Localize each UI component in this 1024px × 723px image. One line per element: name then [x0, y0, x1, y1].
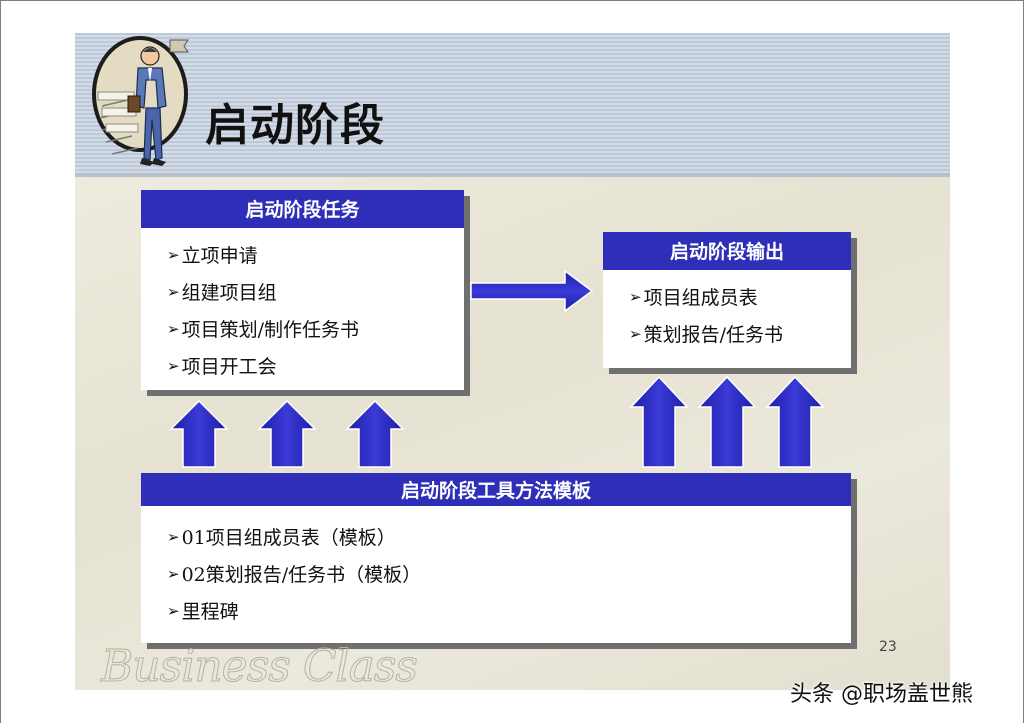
bullet-arrow-icon: ➢: [167, 282, 180, 301]
startup-tools-box: 启动阶段工具方法模板 ➢01项目组成员表（模板） ➢02策划报告/任务书（模板）…: [141, 473, 851, 643]
flow-arrows: [169, 269, 825, 468]
businessman-stairs-clipart: [92, 36, 189, 166]
list-item-text: 策划报告/任务书: [643, 324, 783, 346]
list-item: ➢组建项目组: [167, 273, 464, 310]
page-number: 23: [879, 639, 897, 655]
arrow-up-left-3: [345, 399, 405, 468]
arrow-right-shape: [470, 269, 594, 313]
banner-divider: [75, 173, 950, 177]
startup-tasks-list: ➢立项申请 ➢组建项目组 ➢项目策划/制作任务书 ➢项目开工会: [141, 230, 464, 384]
list-item-text: 项目组成员表: [643, 287, 758, 309]
bullet-arrow-icon: ➢: [167, 564, 180, 583]
startup-tools-header: 启动阶段工具方法模板: [141, 473, 851, 508]
bullet-arrow-icon: ➢: [167, 356, 180, 375]
list-item: ➢策划报告/任务书: [629, 315, 851, 352]
startup-tools-list: ➢01项目组成员表（模板） ➢02策划报告/任务书（模板） ➢里程碑: [141, 508, 851, 629]
arrow-up-right-1: [629, 375, 689, 468]
bullet-arrow-icon: ➢: [167, 527, 180, 546]
page-frame-left: [0, 0, 1, 723]
startup-tasks-box: 启动阶段任务 ➢立项申请 ➢组建项目组 ➢项目策划/制作任务书 ➢项目开工会: [141, 190, 464, 390]
startup-output-box: 启动阶段输出 ➢项目组成员表 ➢策划报告/任务书: [603, 232, 851, 368]
arrow-up-left-1: [169, 399, 229, 468]
title-banner: [75, 33, 950, 173]
list-item-text: 01项目组成员表（模板）: [181, 527, 396, 549]
business-class-watermark: Business Class: [100, 641, 419, 691]
list-item: ➢里程碑: [167, 592, 851, 629]
list-item-text: 组建项目组: [181, 282, 277, 304]
list-item-text: 里程碑: [181, 601, 239, 623]
list-item-text: 02策划报告/任务书（模板）: [181, 564, 422, 586]
bullet-arrow-icon: ➢: [167, 601, 180, 620]
bullet-arrow-icon: ➢: [629, 324, 642, 343]
startup-output-list: ➢项目组成员表 ➢策划报告/任务书: [603, 272, 851, 352]
arrow-up-right-2: [697, 375, 757, 468]
slide-title: 启动阶段: [205, 100, 385, 151]
startup-tasks-header: 启动阶段任务: [141, 190, 464, 230]
slide: 启动阶段 启动阶段任务: [75, 33, 950, 690]
bullet-arrow-icon: ➢: [167, 245, 180, 264]
arrow-up-left-2: [257, 399, 317, 468]
bullet-arrow-icon: ➢: [629, 287, 642, 306]
source-credit: 头条 @职场盖世熊: [790, 682, 973, 707]
list-item: ➢项目策划/制作任务书: [167, 310, 464, 347]
page-frame-top: [0, 0, 1024, 1]
arrow-right: [470, 269, 594, 313]
list-item-text: 立项申请: [181, 245, 258, 267]
list-item: ➢01项目组成员表（模板）: [167, 518, 851, 555]
list-item: ➢项目开工会: [167, 347, 464, 384]
list-item: ➢02策划报告/任务书（模板）: [167, 555, 851, 592]
arrow-up-right-3: [765, 375, 825, 468]
list-item: ➢立项申请: [167, 236, 464, 273]
watermark-text: Business Class: [100, 641, 417, 690]
startup-output-header: 启动阶段输出: [603, 232, 851, 272]
list-item-text: 项目开工会: [181, 356, 277, 378]
list-item-text: 项目策划/制作任务书: [181, 319, 359, 341]
list-item: ➢项目组成员表: [629, 278, 851, 315]
bullet-arrow-icon: ➢: [167, 319, 180, 338]
